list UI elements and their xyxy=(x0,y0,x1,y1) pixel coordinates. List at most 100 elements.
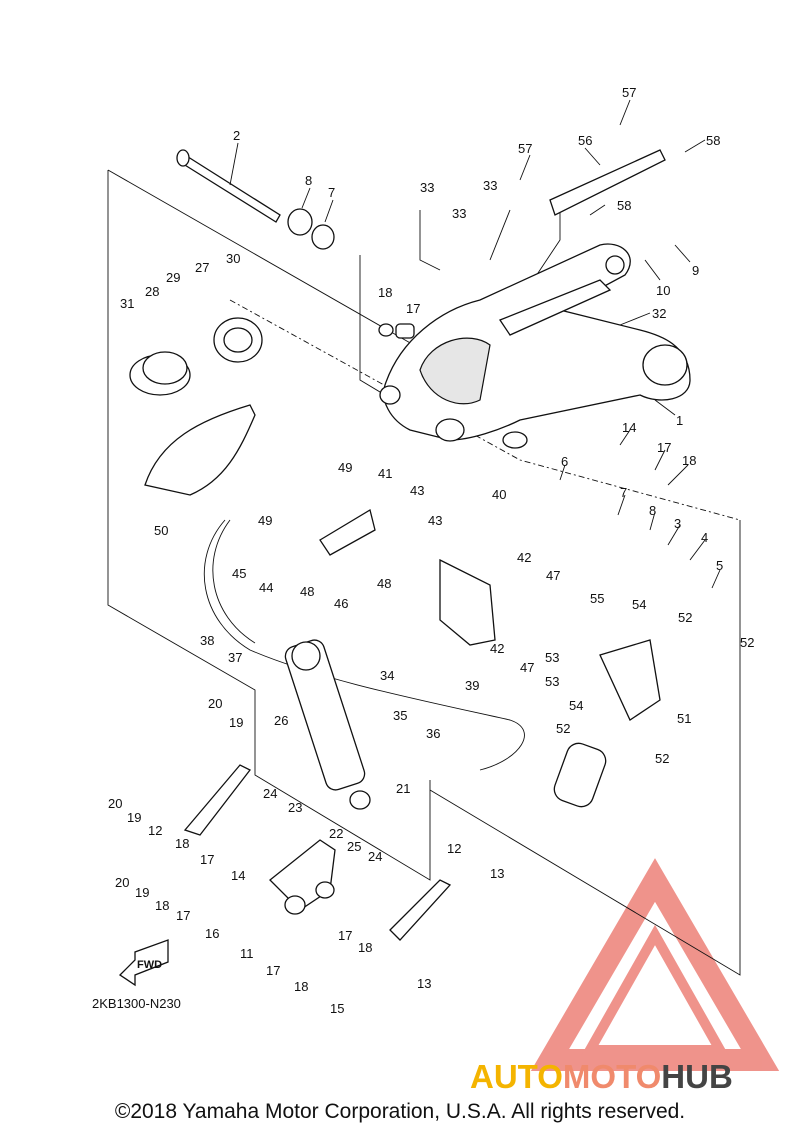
callout-52: 52 xyxy=(678,610,692,625)
callout-58: 58 xyxy=(617,198,631,213)
callout-19: 19 xyxy=(127,810,141,825)
callout-10: 10 xyxy=(656,283,670,298)
fwd-label: FWD xyxy=(137,959,162,971)
callout-23: 23 xyxy=(288,800,302,815)
rear-shock xyxy=(284,639,371,810)
swingarm xyxy=(379,243,691,449)
callout-54: 54 xyxy=(569,698,583,713)
watermark-moto: MOTO xyxy=(563,1058,661,1095)
callout-6: 6 xyxy=(561,454,568,469)
callout-19: 19 xyxy=(135,885,149,900)
callout-43: 43 xyxy=(410,483,424,498)
callout-57: 57 xyxy=(518,141,532,156)
callout-55: 55 xyxy=(590,591,604,606)
callout-34: 34 xyxy=(380,668,394,683)
callout-18: 18 xyxy=(358,940,372,955)
callout-17: 17 xyxy=(266,963,280,978)
watermark-auto: AUTO xyxy=(470,1058,563,1095)
callout-33: 33 xyxy=(483,178,497,193)
callout-45: 45 xyxy=(232,566,246,581)
watermark-hub: HUB xyxy=(661,1058,733,1095)
callout-1: 1 xyxy=(676,413,683,428)
callout-17: 17 xyxy=(338,928,352,943)
leader-lines xyxy=(229,99,721,589)
callout-20: 20 xyxy=(108,796,122,811)
callout-20: 20 xyxy=(208,696,222,711)
callout-52: 52 xyxy=(556,721,570,736)
callout-18: 18 xyxy=(294,979,308,994)
callout-15: 15 xyxy=(330,1001,344,1016)
callout-30: 30 xyxy=(226,251,240,266)
callout-38: 38 xyxy=(200,633,214,648)
diagram-code: 2KB1300-N230 xyxy=(92,996,181,1011)
svg-text:AUTOMOTOHUB: AUTOMOTOHUB xyxy=(470,1058,733,1095)
fwd-arrow-icon: FWD xyxy=(118,939,169,987)
callout-37: 37 xyxy=(228,650,242,665)
callout-58: 58 xyxy=(706,133,720,148)
callout-46: 46 xyxy=(334,596,348,611)
watermark-text: AUTOMOTOHUB xyxy=(470,1058,733,1095)
callout-50: 50 xyxy=(154,523,168,538)
callout-18: 18 xyxy=(378,285,392,300)
callout-12: 12 xyxy=(447,841,461,856)
callout-33: 33 xyxy=(452,206,466,221)
callout-39: 39 xyxy=(465,678,479,693)
callout-14: 14 xyxy=(622,420,636,435)
assembly-frame-lines xyxy=(107,169,741,976)
callouts: 2 8 7 57 56 58 57 33 33 33 58 9 10 30 27… xyxy=(108,85,754,1016)
callout-2: 2 xyxy=(233,128,240,143)
callout-54: 54 xyxy=(632,597,646,612)
callout-24: 24 xyxy=(263,786,277,801)
shock-reservoir xyxy=(553,742,607,808)
callout-24: 24 xyxy=(368,849,382,864)
callout-42: 42 xyxy=(517,550,531,565)
callout-27: 27 xyxy=(195,260,209,275)
callout-7: 7 xyxy=(620,485,627,500)
chain-bellows xyxy=(129,317,263,396)
callout-47: 47 xyxy=(520,660,534,675)
callout-40: 40 xyxy=(492,487,506,502)
callout-57: 57 xyxy=(622,85,636,100)
callout-20: 20 xyxy=(115,875,129,890)
callout-18: 18 xyxy=(682,453,696,468)
callout-28: 28 xyxy=(145,284,159,299)
callout-22: 22 xyxy=(329,826,343,841)
callout-49: 49 xyxy=(258,513,272,528)
callout-5: 5 xyxy=(716,558,723,573)
callout-43: 43 xyxy=(428,513,442,528)
callout-29: 29 xyxy=(166,270,180,285)
callout-18: 18 xyxy=(155,898,169,913)
relay-linkage xyxy=(183,764,452,941)
callout-25: 25 xyxy=(347,839,361,854)
chain-cover xyxy=(144,404,256,496)
callout-17: 17 xyxy=(176,908,190,923)
callout-21: 21 xyxy=(396,781,410,796)
callout-18: 18 xyxy=(175,836,189,851)
callout-56: 56 xyxy=(578,133,592,148)
callout-51: 51 xyxy=(677,711,691,726)
callout-11: 11 xyxy=(240,946,254,961)
callout-44: 44 xyxy=(259,580,273,595)
callout-17: 17 xyxy=(406,301,420,316)
callout-3: 3 xyxy=(674,516,681,531)
callout-53: 53 xyxy=(545,650,559,665)
callout-7: 7 xyxy=(328,185,335,200)
callout-33: 33 xyxy=(420,180,434,195)
callout-17: 17 xyxy=(657,440,671,455)
callout-9: 9 xyxy=(692,263,699,278)
callout-13: 13 xyxy=(490,866,504,881)
callout-36: 36 xyxy=(426,726,440,741)
callout-47: 47 xyxy=(546,568,560,583)
callout-48: 48 xyxy=(377,576,391,591)
callout-31: 31 xyxy=(120,296,134,311)
callout-53: 53 xyxy=(545,674,559,689)
brackets xyxy=(319,508,661,721)
callout-42: 42 xyxy=(490,641,504,656)
pivot-shaft xyxy=(176,149,415,339)
callout-26: 26 xyxy=(274,713,288,728)
callout-49: 49 xyxy=(338,460,352,475)
callout-8: 8 xyxy=(305,173,312,188)
callout-32: 32 xyxy=(652,306,666,321)
copyright-notice: ©2018 Yamaha Motor Corporation, U.S.A. A… xyxy=(114,1100,686,1123)
callout-4: 4 xyxy=(701,530,708,545)
